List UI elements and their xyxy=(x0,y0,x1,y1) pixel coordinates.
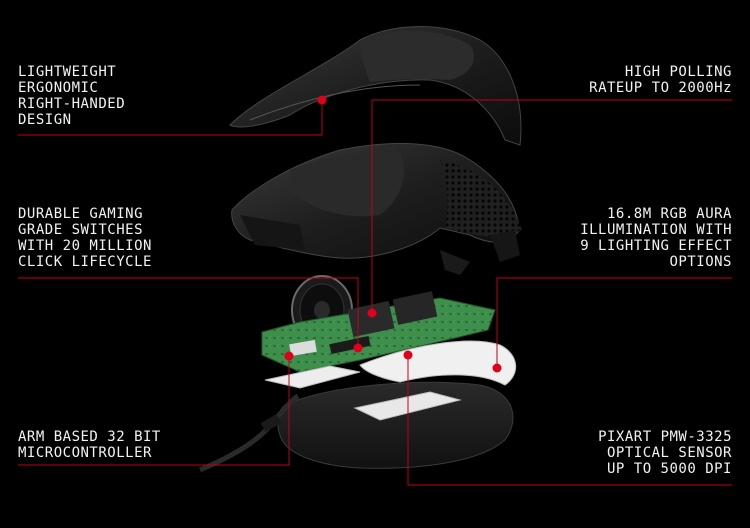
leader-line-sensor xyxy=(407,355,732,486)
callout-rgb-illumination: 16.8M RGB AURA ILLUMINATION WITH 9 LIGHT… xyxy=(580,206,732,270)
callout-line: RATEUP TO 2000Hz xyxy=(589,80,732,96)
callout-switches: DURABLE GAMING GRADE SWITCHES WITH 20 MI… xyxy=(18,206,152,270)
callout-line: PIXART PMW-3325 xyxy=(598,429,732,445)
mouse-mid-shell-icon xyxy=(231,142,522,275)
callout-line: HIGH POLLING xyxy=(624,64,732,80)
callout-line: 9 LIGHTING EFFECT xyxy=(580,238,732,254)
callout-dot-icon xyxy=(353,343,363,353)
leader-line-lightweight xyxy=(18,100,323,136)
cable-icon xyxy=(199,393,300,473)
callout-dot-icon xyxy=(492,363,502,373)
circuit-board-icon xyxy=(261,291,496,373)
leader-line-rgb xyxy=(496,277,732,368)
callout-line: RIGHT-HANDED xyxy=(18,96,126,112)
callout-line: UP TO 5000 DPI xyxy=(606,461,732,477)
callout-microcontroller: ARM BASED 32 BIT MICROCONTROLLER xyxy=(18,429,161,461)
leader-line-polling xyxy=(371,99,732,313)
callout-line: OPTIONS xyxy=(669,254,732,270)
callout-line: ERGONOMIC xyxy=(18,80,99,96)
callout-dot-icon xyxy=(284,351,294,361)
mouse-top-shell-icon xyxy=(229,26,522,146)
callout-optical-sensor: PIXART PMW-3325 OPTICAL SENSOR UP TO 500… xyxy=(598,429,732,477)
callout-markers xyxy=(284,95,502,373)
callout-line: ILLUMINATION WITH xyxy=(580,222,732,238)
callout-line: GRADE SWITCHES xyxy=(18,222,144,238)
leader-line-switches xyxy=(18,277,359,348)
callout-line: LIGHTWEIGHT xyxy=(18,64,117,80)
callout-line: DESIGN xyxy=(18,112,72,128)
callout-line: DURABLE GAMING xyxy=(18,206,144,222)
leader-line-arm xyxy=(18,356,290,466)
callout-dot-icon xyxy=(367,308,377,318)
callout-dot-icon xyxy=(317,95,327,105)
callout-line: WITH 20 MILLION xyxy=(18,238,152,254)
callout-line: ARM BASED 32 BIT xyxy=(18,429,161,445)
callout-line: MICROCONTROLLER xyxy=(18,445,152,461)
mouse-base-icon xyxy=(277,381,514,469)
callout-line: 16.8M RGB AURA xyxy=(606,206,732,222)
callout-dot-icon xyxy=(403,350,413,360)
callout-polling-rate: HIGH POLLING RATEUP TO 2000Hz xyxy=(589,64,732,96)
leader-lines xyxy=(18,99,732,486)
callout-line: CLICK LIFECYCLE xyxy=(18,254,152,270)
callout-line: OPTICAL SENSOR xyxy=(606,445,732,461)
callout-lightweight-design: LIGHTWEIGHT ERGONOMIC RIGHT-HANDED DESIG… xyxy=(18,64,125,128)
